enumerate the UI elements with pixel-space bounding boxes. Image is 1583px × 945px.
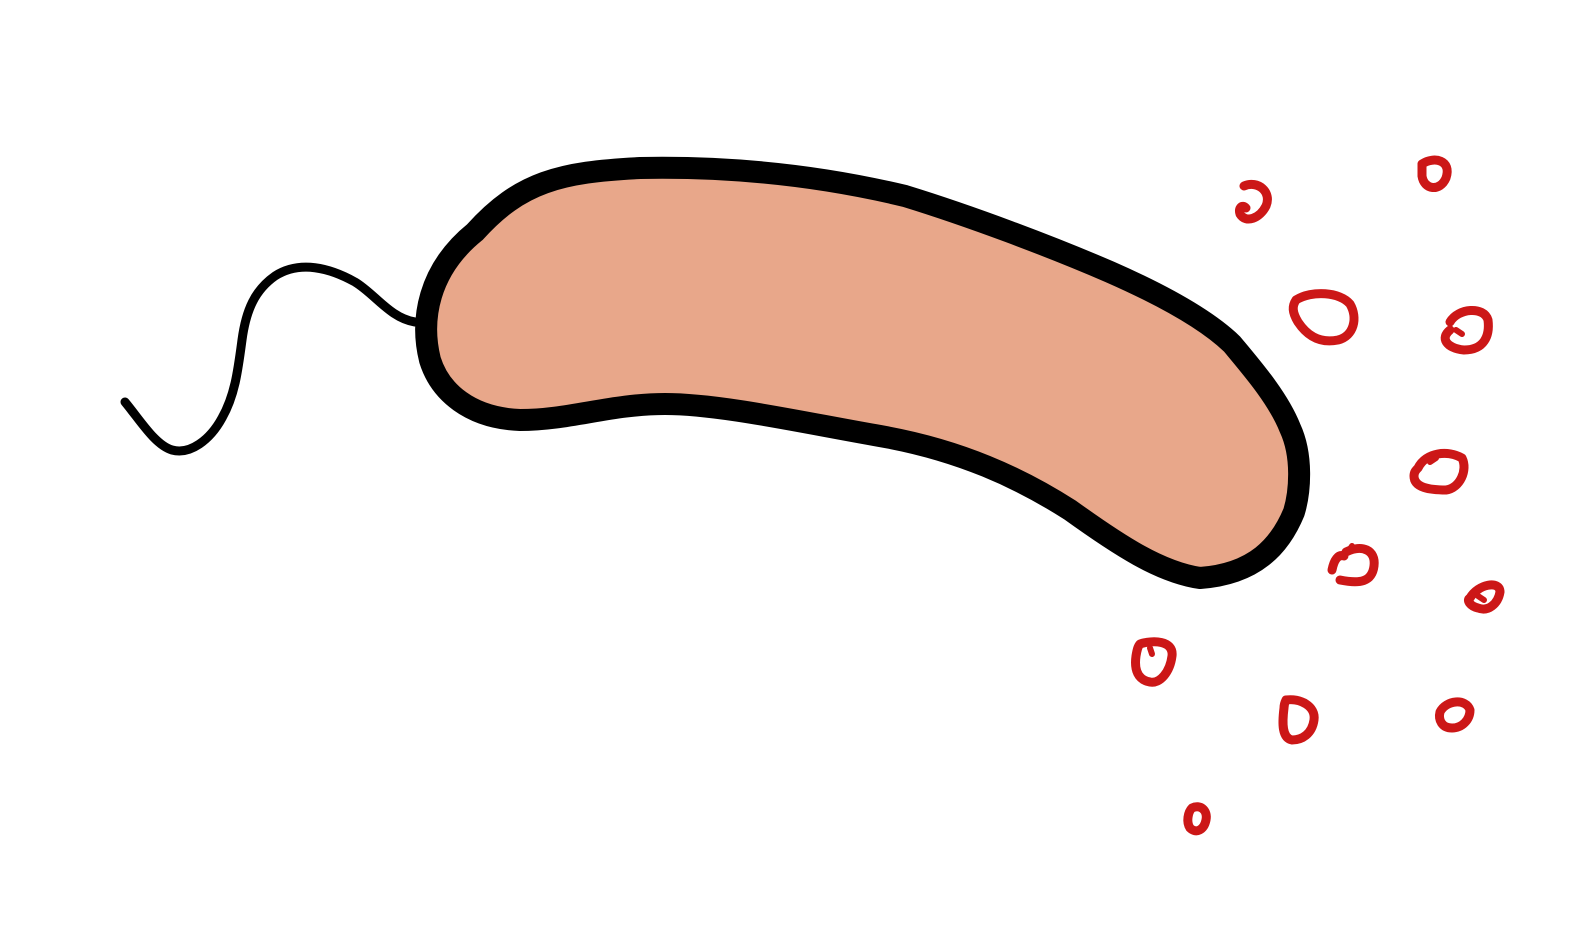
particle [1435,697,1475,733]
particle [1131,637,1177,687]
bacterium-body [415,156,1311,589]
flagellum [120,262,420,456]
particle [1235,180,1272,224]
particle [1183,802,1211,836]
particle-marks [1147,327,1487,657]
particle [1288,289,1359,346]
particle [1440,306,1493,355]
particle [1278,695,1319,745]
particle [1409,448,1469,495]
particle [1327,544,1379,587]
particles [1131,155,1505,836]
particle [1463,580,1505,614]
particle [1417,155,1452,192]
